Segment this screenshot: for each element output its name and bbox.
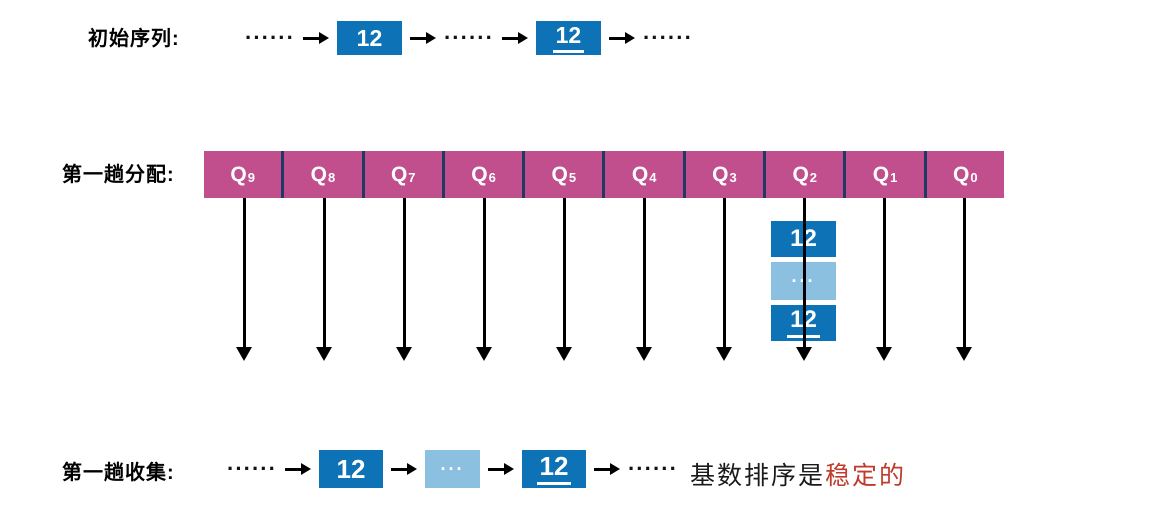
arrow-head [503, 463, 514, 475]
ellipsis-dots: ······ [443, 25, 494, 50]
collection-label: 第一趟收集: [62, 462, 175, 484]
node-box: 12 [318, 450, 383, 488]
node-value: 12 [336, 454, 366, 484]
arrow-head [406, 463, 417, 475]
arrow-shaft [402, 198, 406, 347]
initial-sequence-label: 初始序列: [88, 28, 180, 50]
initial-sequence-chain: ······ 12 ······ 12 ······ [245, 21, 693, 55]
ellipsis-dots: ······ [245, 25, 295, 50]
arrow-head [716, 347, 732, 361]
arrow-shaft [722, 198, 726, 347]
arrow-shaft [608, 36, 625, 40]
node-value: ··· [790, 272, 818, 290]
arrow-shaft [962, 198, 966, 347]
down-arrow-icon [396, 198, 412, 361]
arrow-right-icon [608, 32, 635, 44]
queue-name: Q [390, 162, 408, 186]
queue-name: Q [230, 162, 247, 186]
arrow-head [556, 347, 572, 361]
node-box: ··· [424, 450, 480, 488]
arrow-right-icon [390, 463, 417, 475]
arrow-right-icon [409, 32, 436, 44]
node-value: ··· [440, 459, 465, 479]
stability-note-highlight: 稳定的 [825, 462, 907, 490]
arrow-head [300, 463, 311, 475]
arrow-shaft [593, 467, 610, 471]
arrow-head [476, 347, 492, 361]
down-arrow-icon [796, 198, 812, 361]
arrow-head [517, 32, 528, 44]
stability-note-prefix: 基数排序是 [690, 462, 826, 490]
collection-chain: ······ 12 ··· 12 ······ [227, 450, 678, 488]
arrow-head [318, 32, 329, 44]
arrow-head [876, 347, 892, 361]
node-box: 12 [535, 21, 601, 55]
down-arrow-icon [956, 198, 972, 361]
down-arrow-icon [716, 198, 732, 361]
arrow-shaft [242, 198, 246, 347]
arrow-head [609, 463, 620, 475]
arrow-right-icon [487, 463, 514, 475]
queue-name: Q [792, 162, 809, 186]
queue-name: Q [712, 162, 729, 186]
arrow-head [796, 347, 812, 361]
arrow-head [316, 347, 332, 361]
ellipsis-dots: ······ [627, 456, 678, 481]
arrow-head [425, 32, 436, 44]
down-arrow-icon [876, 198, 892, 361]
arrow-shaft [882, 198, 886, 347]
arrow-shaft [562, 198, 566, 347]
queue-name: Q [631, 162, 649, 186]
arrow-right-icon [501, 32, 528, 44]
arrow-right-icon [593, 463, 620, 475]
arrow-shaft [322, 198, 326, 347]
stability-note: 基数排序是稳定的 [690, 456, 906, 492]
down-arrow-icon [636, 198, 652, 361]
arrow-shaft [482, 198, 486, 347]
arrow-shaft [487, 467, 504, 471]
down-arrow-icon [316, 198, 332, 361]
node-box: 12 [521, 450, 586, 488]
down-arrow-icon [476, 198, 492, 361]
node-box: 12 [336, 21, 402, 55]
ellipsis-dots: ······ [227, 456, 277, 481]
arrow-head [236, 347, 252, 361]
down-arrow-icon [556, 198, 572, 361]
arrow-shaft [642, 198, 646, 347]
ellipsis-dots: ······ [642, 25, 693, 50]
distribution-label: 第一趟分配: [62, 164, 175, 186]
arrow-shaft [302, 36, 319, 40]
arrow-head [396, 347, 412, 361]
queue-name: Q [471, 162, 488, 186]
arrow-head [956, 347, 972, 361]
down-arrow-icon [236, 198, 252, 361]
arrow-shaft [409, 36, 426, 40]
node-value: 12 [536, 453, 572, 485]
node-value: 12 [552, 23, 585, 53]
arrow-shaft [802, 198, 806, 347]
queue-name: Q [953, 162, 970, 186]
arrow-right-icon [284, 463, 311, 475]
arrow-head [624, 32, 635, 44]
queue-name: Q [310, 162, 327, 186]
queue-name: Q [551, 162, 568, 186]
node-value: 12 [356, 24, 383, 51]
queue-name: Q [872, 162, 890, 186]
arrow-right-icon [302, 32, 329, 44]
arrow-shaft [390, 467, 407, 471]
arrow-shaft [284, 467, 301, 471]
arrow-head [636, 347, 652, 361]
arrow-shaft [501, 36, 518, 40]
